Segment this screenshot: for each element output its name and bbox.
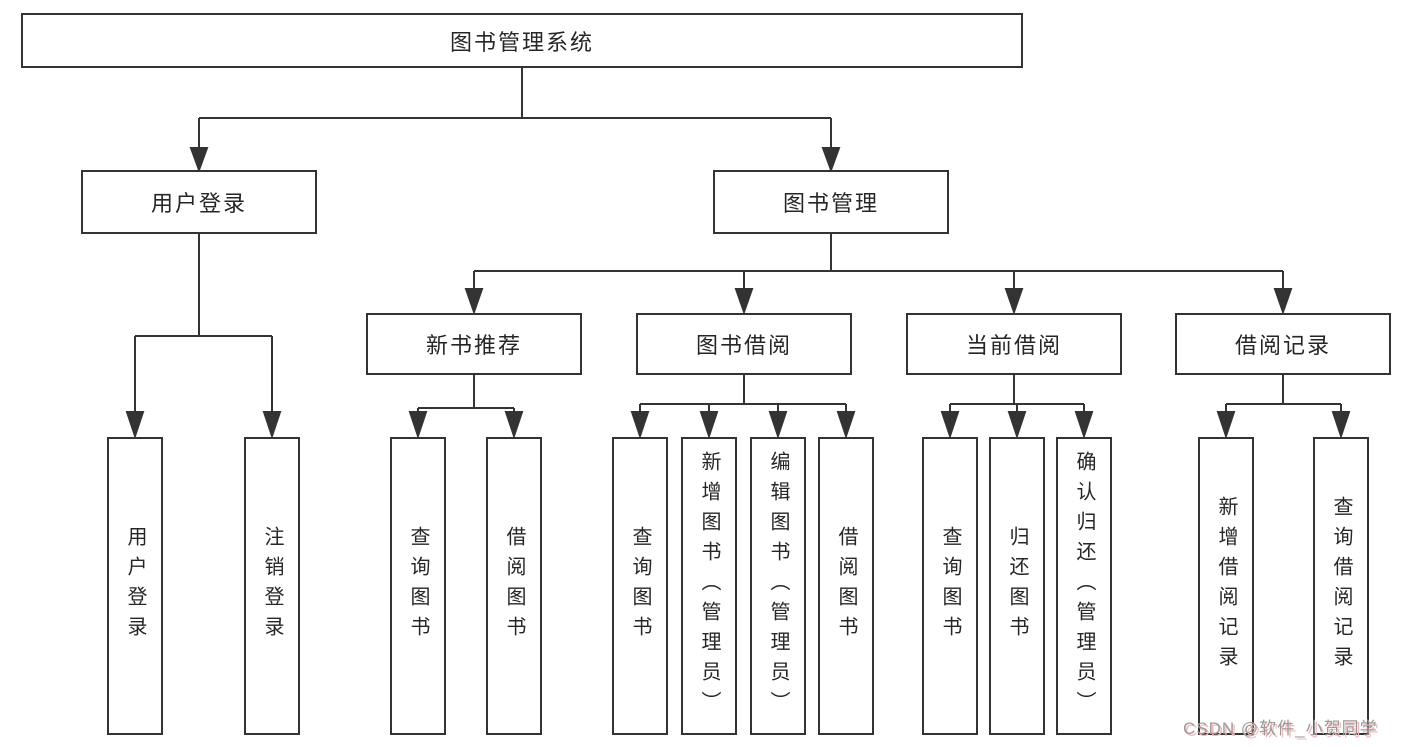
- node-book-management-system: 图书管理系统: [21, 13, 1023, 68]
- node-label: 图书管理系统: [449, 29, 594, 55]
- node-label: 查询图书: [629, 526, 651, 646]
- arrowhead: [408, 411, 428, 440]
- node-book-borrowing: 图书借阅: [636, 313, 852, 375]
- leaf-borrow-books-recommend: 借阅图书: [486, 437, 542, 735]
- node-label: 新增图书（管理员）: [698, 451, 720, 721]
- leaf-add-borrow-record: 新增借阅记录: [1198, 437, 1254, 735]
- arrowhead: [1074, 411, 1094, 440]
- arrowhead: [821, 147, 841, 173]
- node-label: 用户登录: [150, 191, 247, 216]
- node-borrowing-records: 借阅记录: [1175, 313, 1391, 375]
- leaf-return-book: 归还图书: [989, 437, 1045, 735]
- node-new-book-recommendation: 新书推荐: [366, 313, 582, 375]
- arrowhead: [262, 411, 282, 440]
- arrowhead: [734, 288, 754, 316]
- arrowhead: [504, 411, 524, 440]
- leaf-query-books-recommend: 查询图书: [390, 437, 446, 735]
- node-label: 借阅图书: [835, 526, 857, 646]
- leaf-query-borrow-record: 查询借阅记录: [1313, 437, 1369, 735]
- arrowhead: [189, 147, 209, 173]
- node-label: 借阅图书: [503, 526, 525, 646]
- node-book-management: 图书管理: [713, 170, 949, 234]
- node-label: 用户登录: [124, 526, 146, 646]
- arrowhead: [1216, 411, 1236, 440]
- arrowhead: [699, 411, 719, 440]
- leaf-query-books-borrow: 查询图书: [612, 437, 668, 735]
- node-label: 新增借阅记录: [1215, 496, 1237, 676]
- leaf-borrow-books: 借阅图书: [818, 437, 874, 735]
- leaf-user-login: 用户登录: [107, 437, 163, 735]
- csdn-watermark: CSDN @软件_小贺同学: [1183, 719, 1378, 738]
- node-label: 归还图书: [1006, 526, 1028, 646]
- leaf-add-book-admin: 新增图书（管理员）: [681, 437, 737, 735]
- arrowhead: [630, 411, 650, 440]
- leaf-confirm-return-admin: 确认归还（管理员）: [1056, 437, 1112, 735]
- arrowhead: [1273, 288, 1293, 316]
- node-user-login: 用户登录: [81, 170, 317, 234]
- node-label: 编辑图书（管理员）: [767, 451, 789, 721]
- node-current-borrowing: 当前借阅: [906, 313, 1122, 375]
- node-label: 图书借阅: [695, 333, 792, 358]
- arrowhead: [1004, 288, 1024, 316]
- arrowhead: [940, 411, 960, 440]
- leaf-edit-book-admin: 编辑图书（管理员）: [750, 437, 806, 735]
- node-label: 借阅记录: [1234, 333, 1331, 358]
- arrowhead: [768, 411, 788, 440]
- arrowhead: [464, 288, 484, 316]
- node-label: 图书管理: [782, 191, 879, 216]
- arrowhead: [125, 411, 145, 440]
- node-label: 查询图书: [407, 526, 429, 646]
- arrowhead: [1331, 411, 1351, 440]
- node-label: 当前借阅: [965, 333, 1062, 358]
- leaf-logout: 注销登录: [244, 437, 300, 735]
- arrowhead: [836, 411, 856, 440]
- node-label: 确认归还（管理员）: [1073, 451, 1095, 721]
- node-label: 查询借阅记录: [1330, 496, 1352, 676]
- node-label: 新书推荐: [425, 333, 522, 358]
- leaf-query-books-current: 查询图书: [922, 437, 978, 735]
- node-label: 注销登录: [261, 526, 283, 646]
- arrowhead: [1007, 411, 1027, 440]
- node-label: 查询图书: [939, 526, 961, 646]
